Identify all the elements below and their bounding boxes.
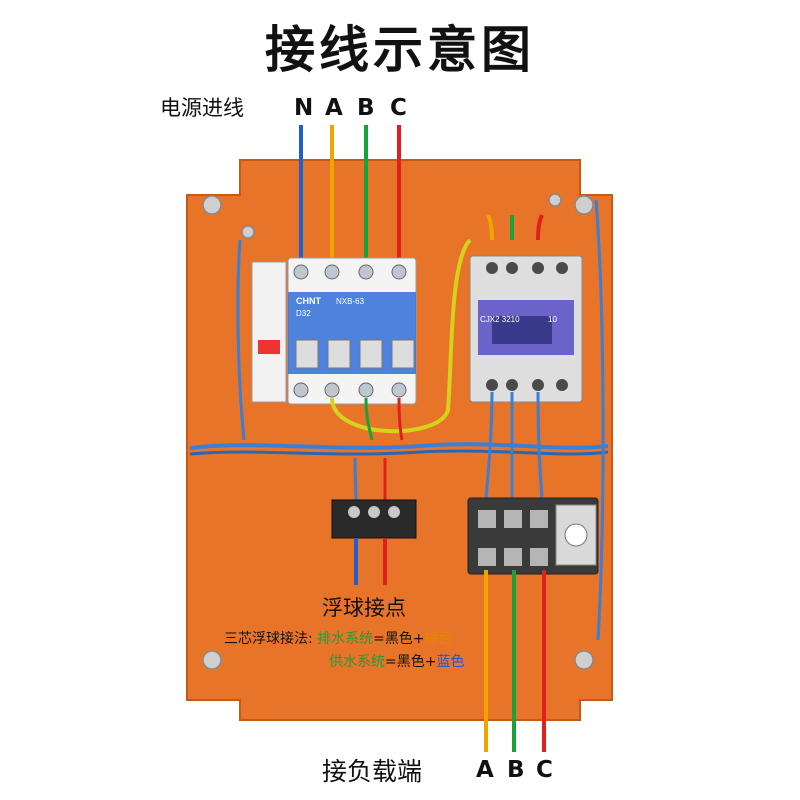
drain-system-label: 排水系统: [317, 631, 374, 647]
breaker-model: NXB-63: [336, 297, 365, 306]
wire-bundle: [189, 442, 609, 450]
load-end-label: 接负载端: [322, 757, 423, 786]
breaker-brand: CHNT: [296, 296, 321, 306]
screw-icon: [574, 195, 594, 215]
phase-label-c: C: [390, 95, 407, 121]
wire-pe: [330, 238, 472, 434]
wiring-note-drain: 三芯浮球接法: 排水系统=黑色+棕色: [224, 628, 453, 648]
supply-equation: =黑色+: [385, 654, 437, 670]
supply-color: 蓝色: [436, 654, 465, 670]
float-terminal-block: [331, 499, 417, 539]
contactor-number: 10: [548, 315, 557, 324]
diagram-title: 接线示意图: [265, 21, 535, 79]
phase-label-n: N: [294, 95, 314, 121]
load-phase-a: A: [476, 757, 494, 783]
contactor-model: CJX2 3210: [480, 315, 520, 324]
power-source-label: 电源进线: [160, 96, 244, 120]
wiring-note-supply: 供水系统=黑色+蓝色: [329, 651, 464, 671]
screw-icon: [202, 195, 222, 215]
drain-color: 棕色: [424, 631, 453, 647]
load-phase-c: C: [536, 757, 553, 783]
screw-icon: [548, 193, 562, 207]
screw-icon: [202, 650, 222, 670]
drain-equation: =黑色+: [373, 631, 425, 647]
supply-system-label: 供水系统: [329, 654, 385, 670]
wiring-note-intro: 三芯浮球接法:: [224, 631, 313, 647]
screw-icon: [241, 225, 255, 239]
float-switch-label: 浮球接点: [322, 596, 406, 620]
phase-label-b: B: [357, 95, 375, 121]
load-phase-b: B: [507, 757, 525, 783]
breaker-rating: D32: [296, 309, 311, 318]
screw-icon: [574, 650, 594, 670]
auxiliary-module: [251, 261, 287, 403]
phase-label-a: A: [325, 95, 343, 121]
